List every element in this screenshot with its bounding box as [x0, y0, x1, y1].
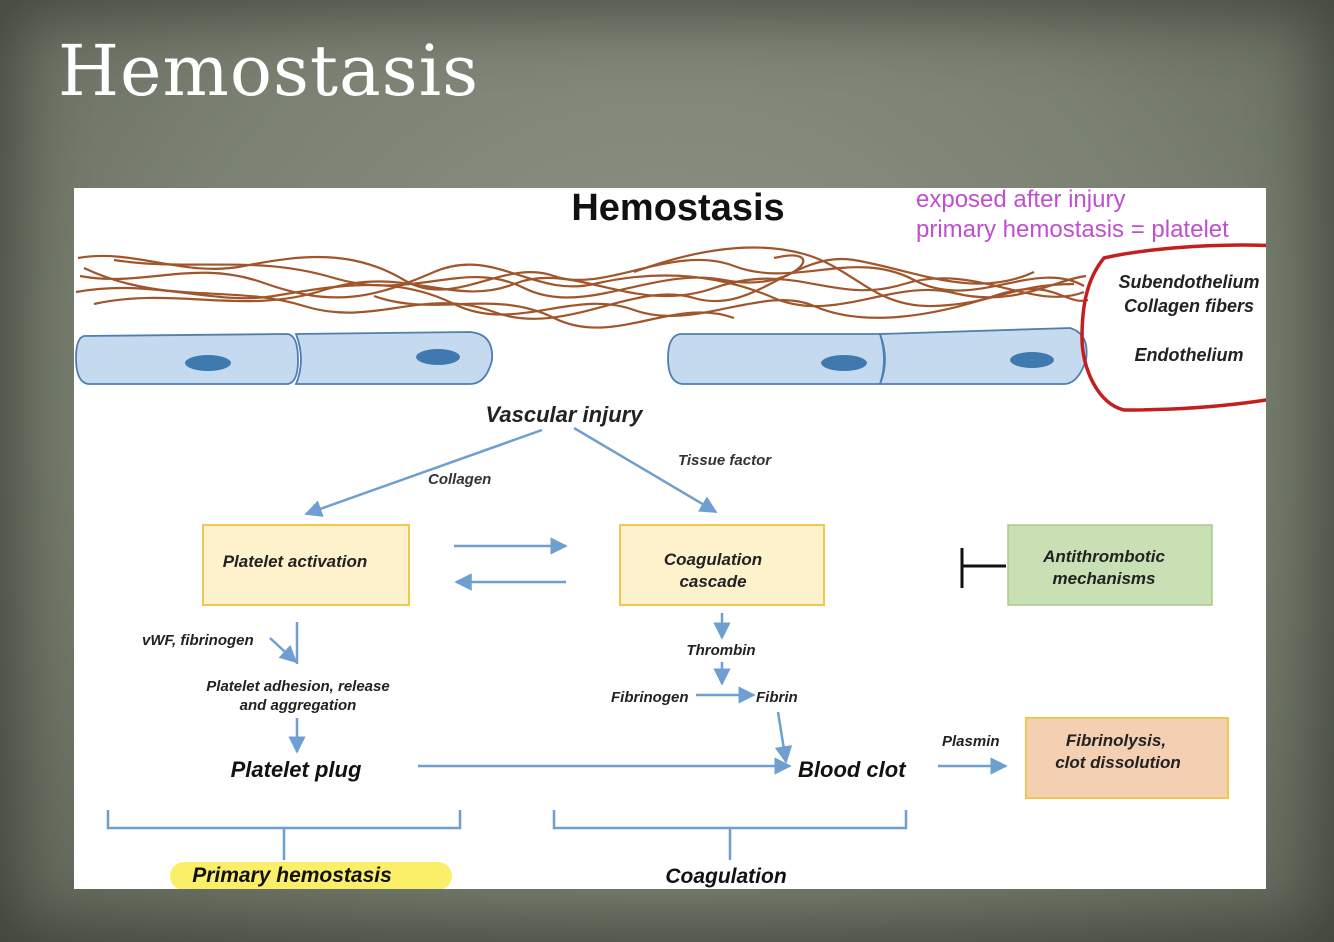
label-plasmin: Plasmin	[942, 733, 1000, 750]
label-adhesion-2: and aggregation	[240, 697, 357, 714]
box-coagulation-cascade	[619, 524, 825, 606]
annotation-primary: primary hemostasis = platelet	[916, 216, 1229, 243]
label-primary-hemostasis: Primary hemostasis	[192, 864, 392, 887]
arrow-vwf	[269, 637, 298, 664]
annotation-exposed: exposed after injury	[916, 188, 1125, 213]
label-platelet-activation: Platelet activation	[223, 552, 368, 571]
label-thrombin: Thrombin	[686, 642, 755, 659]
label-collagen: Collagen	[428, 471, 491, 488]
bracket-coagulation	[552, 810, 908, 860]
label-endothelium: Endothelium	[1135, 345, 1244, 365]
label-blood-clot: Blood clot	[798, 757, 907, 782]
box-platelet-activation	[202, 524, 410, 606]
diagram-panel: Hemostasis exposed after injury primary …	[74, 188, 1266, 889]
label-fibrinolysis-2: clot dissolution	[1055, 753, 1181, 772]
label-coagulation: Coagulation	[665, 865, 786, 888]
red-circle-annotation	[1080, 243, 1266, 412]
label-coagulation-cascade-1: Coagulation	[664, 550, 762, 569]
label-fibrinogen: Fibrinogen	[611, 689, 689, 706]
box-fibrinolysis	[1025, 717, 1229, 799]
label-antithrombotic-2: mechanisms	[1053, 569, 1156, 588]
label-subendothelium: Subendothelium	[1119, 272, 1260, 292]
label-fibrinolysis-1: Fibrinolysis,	[1066, 731, 1166, 750]
hemostasis-diagram: Hemostasis exposed after injury primary …	[75, 188, 1266, 889]
label-fibrin: Fibrin	[756, 689, 798, 706]
diagram-title: Hemostasis	[571, 188, 784, 229]
label-tissue-factor: Tissue factor	[678, 452, 772, 469]
label-vwf: vWF, fibrinogen	[142, 632, 254, 649]
label-antithrombotic-1: Antithrombotic	[1042, 547, 1165, 566]
bracket-primary	[106, 810, 462, 860]
box-antithrombotic	[1007, 524, 1213, 606]
highlight-primary	[170, 862, 452, 889]
label-adhesion-1: Platelet adhesion, release	[206, 678, 389, 695]
label-platelet-plug: Platelet plug	[231, 757, 362, 782]
endothelium-cells	[75, 327, 1088, 385]
arrow-collagen	[304, 428, 543, 517]
label-vascular-injury: Vascular injury	[486, 402, 645, 427]
inhibition-symbol	[960, 548, 1006, 588]
label-collagen-fibers: Collagen fibers	[1124, 296, 1254, 316]
collagen-fibers	[75, 246, 1089, 329]
arrow-fibrin-to-clot	[774, 711, 793, 764]
arrow-tissue-factor	[573, 426, 718, 514]
slide-title: Hemostasis	[58, 30, 480, 112]
label-coagulation-cascade-2: cascade	[679, 572, 746, 591]
